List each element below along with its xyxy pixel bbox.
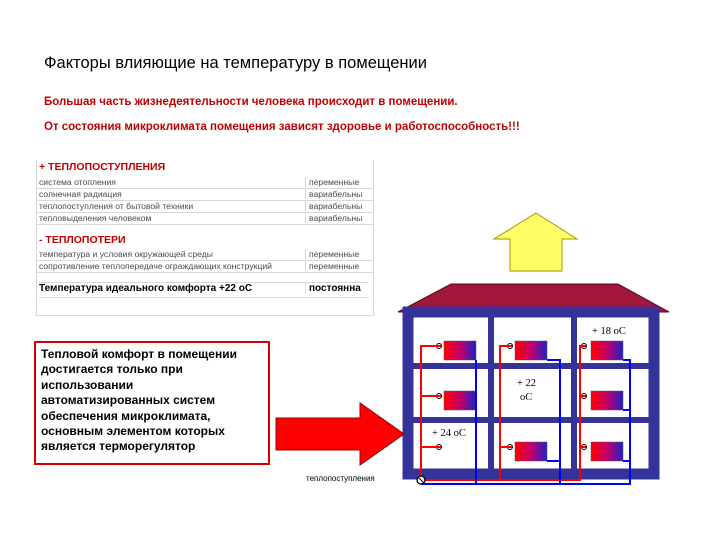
- table-row: система отопления переменные: [37, 177, 373, 189]
- comfort-line: достигается только при: [41, 362, 183, 377]
- factor-cell: тепловыделения человеком: [39, 213, 152, 223]
- factor-cell: теплопоступления от бытовой техники: [39, 201, 194, 211]
- temp-middle-value: + 22: [517, 378, 537, 389]
- losses-header: - ТЕПЛОПОТЕРИ: [39, 234, 126, 246]
- factor-cell: сопротивление теплопередаче ограждающих …: [39, 261, 272, 271]
- comfort-line: является терморегулятор: [41, 439, 196, 454]
- comfort-line: автоматизированных систем: [41, 393, 216, 408]
- temp-bottom: + 24 оС: [432, 428, 466, 439]
- page-title: Факторы влияющие на температуру в помеще…: [44, 54, 427, 72]
- status-cell: вариабельны: [305, 201, 375, 211]
- status-cell: вариабельны: [305, 213, 375, 223]
- radiator: [590, 441, 624, 462]
- heat-gain-label: теплопоступления: [306, 474, 375, 483]
- table-row: сопротивление теплопередаче ограждающих …: [37, 261, 373, 273]
- table-row: теплопоступления от бытовой техники вари…: [37, 201, 373, 213]
- status-cell: переменные: [305, 261, 375, 271]
- subtitle-microclimate: От состояния микроклимата помещения зави…: [44, 121, 520, 133]
- table-row: тепловыделения человеком вариабельны: [37, 213, 373, 225]
- comfort-line: использовании: [41, 377, 134, 392]
- supply-pipes: [420, 345, 586, 481]
- comfort-line: Тепловой комфорт в помещении: [41, 347, 237, 361]
- radiator: [443, 390, 477, 411]
- ideal-temperature-row: Температура идеального комфорта +22 оС п…: [39, 282, 369, 298]
- comfort-line: обеспечения микроклимата,: [41, 408, 211, 423]
- temp-top-right: + 18 оС: [592, 326, 626, 337]
- heat-loss-label: теплопотери: [576, 254, 635, 265]
- ideal-temperature-status: постоянна: [305, 283, 361, 294]
- factor-cell: температура и условия окружающей среды: [39, 249, 213, 259]
- gains-header: + ТЕПЛОПОСТУПЛЕНИЯ: [39, 161, 166, 173]
- ideal-temperature-label: Температура идеального комфорта +22 оС: [39, 283, 253, 294]
- radiator: [514, 340, 548, 361]
- status-cell: переменные: [305, 249, 375, 259]
- factor-cell: солнечная радиация: [39, 189, 122, 199]
- table-row: температура и условия окружающей среды п…: [37, 249, 373, 261]
- heat-loss-arrow: [492, 212, 579, 272]
- comfort-line: основным элементом которых: [41, 424, 225, 439]
- radiator: [590, 390, 624, 411]
- temp-middle-unit: оС: [520, 392, 533, 403]
- table-row: солнечная радиация вариабельны: [37, 189, 373, 201]
- heat-gain-arrow: [275, 402, 405, 466]
- radiator: [590, 340, 624, 361]
- radiator: [514, 441, 548, 462]
- factors-table: + ТЕПЛОПОСТУПЛЕНИЯ система отопления пер…: [36, 160, 374, 316]
- status-cell: вариабельны: [305, 189, 375, 199]
- status-cell: переменные: [305, 177, 375, 187]
- return-pipes: [421, 359, 631, 485]
- comfort-note: Тепловой комфорт в помещении достигается…: [34, 341, 270, 465]
- radiator: [443, 340, 477, 361]
- subtitle-life-indoors: Большая часть жизнедеятельности человека…: [44, 96, 458, 108]
- factor-cell: система отопления: [39, 177, 116, 187]
